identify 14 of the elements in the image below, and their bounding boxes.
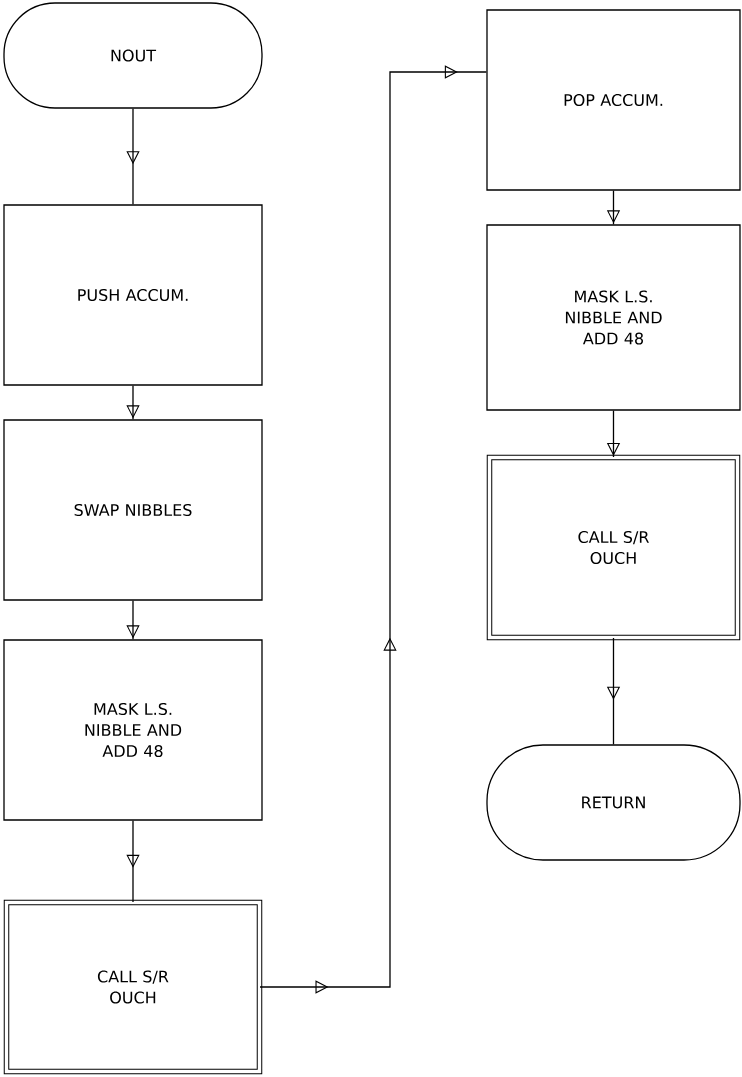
process-box: MASK L.S. NIBBLE AND ADD 48 (486, 224, 741, 411)
process-box: MASK L.S. NIBBLE AND ADD 48 (3, 639, 263, 821)
terminal-stadium: RETURN (486, 744, 741, 861)
subroutine-box: CALL S/R OUCH (486, 454, 741, 641)
process-box: SWAP NIBBLES (3, 419, 263, 601)
arrow (126, 600, 140, 640)
arrow (126, 820, 140, 903)
subroutine-box: CALL S/R OUCH (3, 899, 263, 1075)
arrow (259, 65, 487, 994)
terminal-stadium: NOUT (3, 2, 263, 109)
arrow (126, 385, 140, 420)
process-box: PUSH ACCUM. (3, 204, 263, 386)
arrow (126, 108, 140, 205)
process-box: POP ACCUM. (486, 9, 741, 191)
